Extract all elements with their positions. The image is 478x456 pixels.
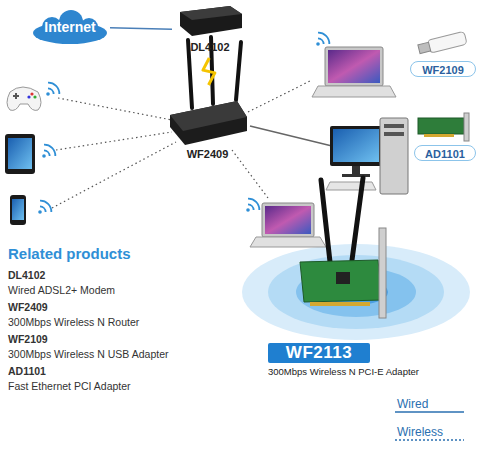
tablet-icon bbox=[5, 134, 35, 174]
section-heading: Related products bbox=[8, 245, 131, 262]
product-code: WF2409 bbox=[8, 301, 48, 313]
pci-card-shape bbox=[412, 112, 478, 142]
node-caption: 300Mbps Wireless N PCI-E Adapter bbox=[268, 366, 419, 377]
laptop-icon bbox=[250, 203, 326, 247]
product-description: 300Mbps Wireless N USB Adapter bbox=[8, 348, 168, 360]
usb-stick bbox=[406, 28, 478, 60]
product-code: DL4102 bbox=[8, 269, 45, 281]
product-code: AD1101 bbox=[8, 365, 46, 377]
internet-cloud: Internet bbox=[30, 8, 110, 46]
desktop-icon bbox=[326, 118, 408, 194]
power-bolt-connector bbox=[203, 58, 215, 85]
node-label: WF2409 bbox=[165, 148, 250, 160]
product-description: Fast Ethernet PCI Adapter bbox=[8, 380, 131, 392]
product-description: Wired ADSL2+ Modem bbox=[8, 284, 115, 296]
product-description: 300Mbps Wireless N Router bbox=[8, 316, 139, 328]
legend-wired-sample bbox=[395, 411, 464, 413]
router-device: WF2409 bbox=[165, 85, 250, 165]
wired-link bbox=[250, 126, 332, 146]
phone-icon bbox=[10, 195, 26, 225]
wired-connector bbox=[110, 28, 172, 29]
node-label: WF2113 bbox=[268, 343, 370, 363]
modem-device: DL4102 bbox=[172, 2, 248, 58]
node-label: Internet bbox=[30, 19, 110, 35]
node-label: WF2109 bbox=[410, 61, 476, 77]
node-label: DL4102 bbox=[172, 41, 248, 53]
pcie-card bbox=[300, 178, 386, 318]
product-code: WF2109 bbox=[8, 333, 48, 345]
router-shape bbox=[165, 85, 250, 149]
pcie-adapter: WF2113 300Mbps Wireless N PCI-E Adapter bbox=[266, 340, 476, 382]
usb-adapter: WF2109 bbox=[406, 28, 478, 80]
signal-rings bbox=[242, 244, 470, 340]
node-label: AD1101 bbox=[414, 145, 476, 161]
legend-text: Wired bbox=[397, 397, 428, 411]
laptop-icon bbox=[312, 47, 396, 97]
modem-shape bbox=[172, 2, 248, 38]
wireless-links bbox=[52, 80, 312, 208]
pci-card: AD1101 bbox=[412, 112, 478, 164]
legend-wireless-sample bbox=[395, 439, 464, 441]
gamepad-icon bbox=[7, 87, 41, 110]
legend-text: Wireless bbox=[397, 425, 443, 439]
